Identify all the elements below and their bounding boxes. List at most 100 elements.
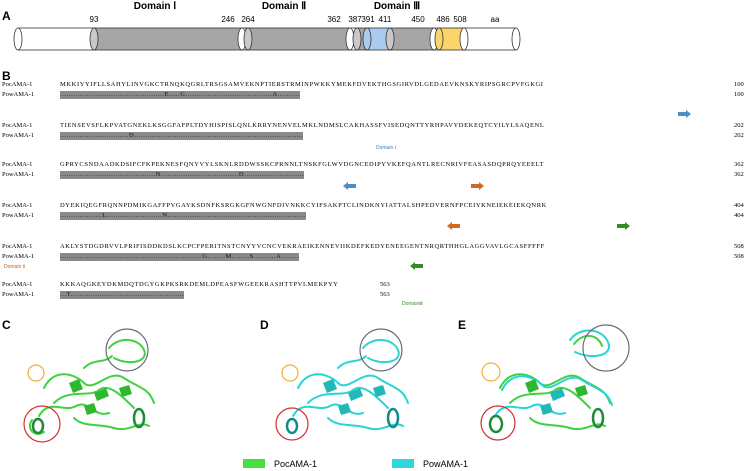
structure-pocama1: [23, 328, 155, 443]
pow-seq: ........................................…: [60, 253, 300, 261]
poc-row-2: PocAMA-1 TIENSEVSFLKPVATGNEKLKSGGFAFPLTDY…: [2, 122, 544, 130]
legend-label-pocama1: PocAMA-1: [274, 459, 318, 469]
highlight-gray-circle: [105, 328, 149, 372]
seq-name: PocAMA-1: [2, 81, 33, 88]
cap-right: [511, 27, 521, 51]
domain-label-3: Domain Ⅲ: [374, 1, 420, 12]
pos-246: 246: [221, 15, 235, 24]
pos-450: 450: [411, 15, 425, 24]
end-pos: 508: [734, 253, 744, 260]
seq-name: PowAMA-1: [2, 171, 35, 178]
legend-swatch-powama1: [392, 459, 414, 468]
end-pos: 100: [734, 81, 744, 88]
unit-aa: aa: [491, 15, 500, 24]
poc-seq: TIENSEVSFLKPVATGNEKLKSGGFAFPLTDYHISPISLQ…: [60, 122, 545, 129]
pos-508: 508: [453, 15, 467, 24]
arrow-right-icon: [617, 222, 630, 230]
end-pos: 404: [734, 202, 744, 209]
pos-362: 362: [327, 15, 341, 24]
end-pos: 362: [734, 161, 744, 168]
segment-domain-3b: [389, 27, 435, 51]
domain-label-2: Domain Ⅱ: [262, 1, 306, 12]
pow-row-4: PowAMA-1 ...................L............…: [2, 212, 306, 220]
pos-264: 264: [241, 15, 255, 24]
pos-93: 93: [90, 15, 99, 24]
end-pos: 563: [380, 281, 390, 288]
highlight-yellow-circle: [281, 364, 299, 382]
pow-seq: ........................................…: [60, 171, 305, 179]
end-pos: 404: [734, 212, 744, 219]
poc-row-5: PocAMA-1 AKLYSTDGDRVVLPRIFISDDKDSLKCPCFPE…: [2, 243, 545, 251]
seq-name: PowAMA-1: [2, 253, 35, 260]
seq-name: PowAMA-1: [2, 291, 35, 298]
seq-name: PocAMA-1: [2, 281, 33, 288]
end-pos: 563: [380, 291, 390, 298]
pos-391: 391: [361, 15, 375, 24]
cap-left: [13, 27, 23, 51]
legend-label-powama1: PowAMA-1: [423, 459, 469, 469]
seq-name: PowAMA-1: [2, 91, 35, 98]
poc-row-1: PocAMA-1 MKKIYYIFLLSAHYLINVGKCTRNQKQGRLTR…: [2, 81, 544, 89]
poc-row-3: PocAMA-1 GPRYCSNDAADKDSIFCFKPEKNESFQNYVYL…: [2, 161, 544, 169]
domain-marker-2: Domain Ⅱ: [4, 264, 26, 270]
pow-row-5: PowAMA-1................................…: [2, 253, 300, 261]
pow-seq: ...T....................................…: [60, 291, 185, 299]
highlight-gray-circle: [582, 324, 630, 372]
sep-391: [362, 27, 372, 51]
poc-row-6: PocAMA-1 KKKAQGKEYDKMDQTDGYGKPKSRKDEMLDPE…: [2, 281, 339, 289]
seq-name: PowAMA-1: [2, 132, 35, 139]
end-pos: 100: [734, 91, 744, 98]
panel-label-a: A: [2, 9, 11, 23]
seq-name: PocAMA-1: [2, 161, 33, 168]
segment-5: [463, 27, 517, 51]
sep-508: [459, 27, 469, 51]
poc-seq: AKLYSTDGDRVVLPRIFISDDKDSLKCPCFPERITNSTCN…: [60, 243, 545, 250]
sep-387: [352, 27, 362, 51]
pow-row-6: PowAMA-1 ...T............................…: [2, 291, 185, 299]
panel-label-b: B: [2, 69, 11, 83]
highlight-red-circle: [275, 407, 309, 441]
pos-387: 387: [348, 15, 362, 24]
poc-seq: DYEKIQEGFRQNNPDMIKGAFFPVGAYKSDNFKSRGKGFN…: [60, 202, 547, 209]
poc-seq: MKKIYYIFLLSAHYLINVGKCTRNQKQGRLTRSGSAMVEK…: [60, 81, 544, 88]
end-pos: 202: [734, 122, 744, 129]
panel-label-e: E: [458, 318, 467, 332]
poc-seq: GPRYCSNDAADKDSIFCFKPEKNESFQNYVYLSKNLRDDW…: [60, 161, 545, 168]
arrow-right-icon: [471, 182, 484, 190]
segment-domain-1: [93, 27, 243, 51]
sep-93: [89, 27, 99, 51]
seq-name: PowAMA-1: [2, 212, 35, 219]
poc-seq: KKKAQGKEYDKMDQTDGYGKPKSRKDEMLDPEASFWGEEK…: [60, 281, 339, 288]
pos-486: 486: [436, 15, 450, 24]
domain-marker-3: DomainⅢ: [402, 301, 423, 307]
pow-row-1: PowAMA-1................................…: [2, 91, 300, 99]
panel-label-c: C: [2, 318, 11, 332]
seq-name: PocAMA-1: [2, 122, 33, 129]
arrow-left-icon: [447, 222, 460, 230]
poc-row-4: PocAMA-1 DYEKIQEGFRQNNPDMIKGAFFPVGAYKSDNF…: [2, 202, 547, 210]
end-pos: 362: [734, 171, 744, 178]
highlight-red-circle: [23, 405, 61, 443]
arrow-left-icon: [343, 182, 356, 190]
legend-swatch-pocama1: [243, 459, 265, 468]
arrow-right-icon: [678, 110, 691, 118]
pos-411: 411: [379, 15, 392, 24]
sep-264: [243, 27, 253, 51]
domain-marker-1: Domain Ⅰ: [376, 145, 397, 151]
panel-label-d: D: [260, 318, 269, 332]
end-pos: 508: [734, 243, 744, 250]
seq-name: PocAMA-1: [2, 202, 33, 209]
seq-name: PocAMA-1: [2, 243, 33, 250]
pow-row-3: PowAMA-1................................…: [2, 171, 305, 179]
arrow-left-icon: [410, 262, 423, 270]
structure-powama1: [275, 328, 409, 441]
domain-label-1: Domain Ⅰ: [134, 1, 176, 12]
pow-seq: ........................................…: [60, 91, 300, 99]
pow-seq: ...............................D........…: [60, 132, 304, 140]
domain-schematic: Domain Ⅰ Domain Ⅱ Domain Ⅲ 93 246 264 36…: [13, 1, 521, 51]
highlight-yellow-circle: [27, 364, 45, 382]
pow-seq: ...................L....................…: [60, 212, 306, 220]
sep-411: [385, 27, 395, 51]
pow-row-2: PowAMA-1 ...............................D…: [2, 132, 304, 140]
sep-486: [434, 27, 444, 51]
